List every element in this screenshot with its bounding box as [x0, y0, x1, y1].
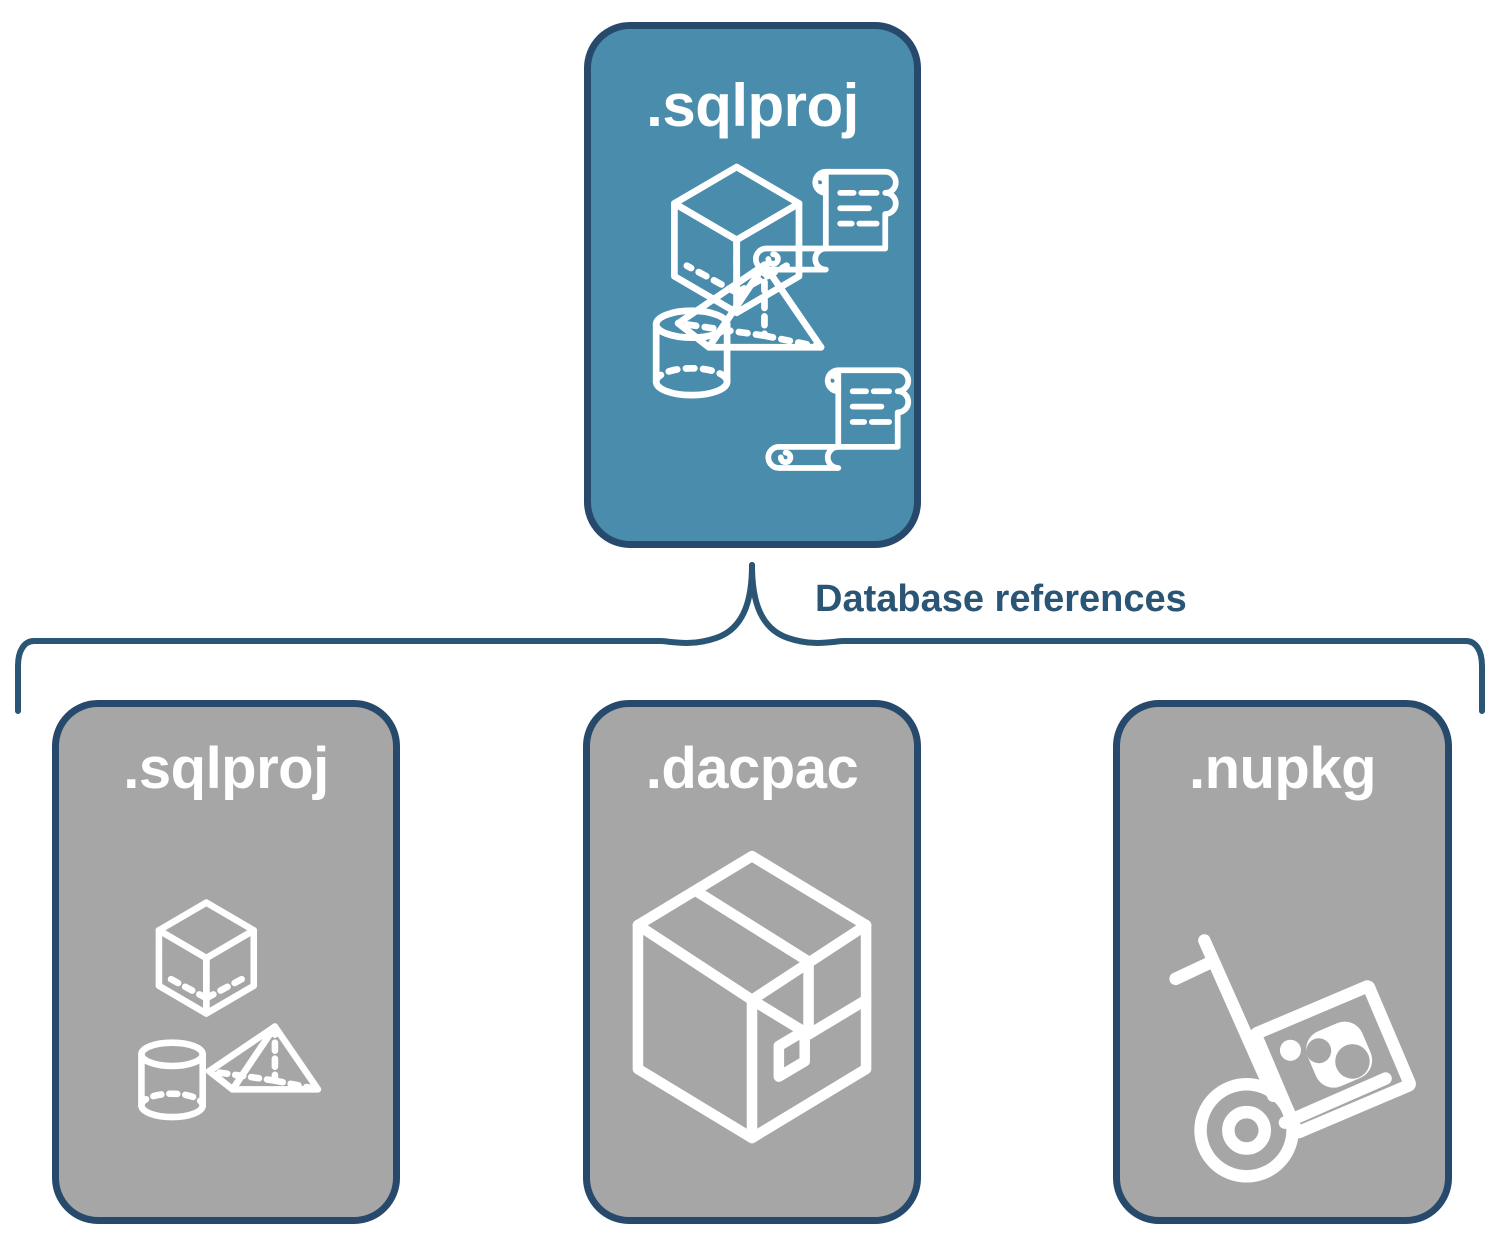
pyramid-icon	[205, 1023, 322, 1093]
card-title: .dacpac	[645, 736, 859, 801]
card-icon-group	[1120, 802, 1445, 1217]
card-icon-group	[590, 802, 914, 1217]
brace-connector	[15, 562, 1485, 714]
connector-label: Database references	[815, 578, 1187, 620]
card-title: .nupkg	[1188, 736, 1377, 801]
hand-truck-package-icon	[1169, 934, 1416, 1183]
icon-layer	[632, 850, 872, 1144]
card-icon-group	[59, 802, 393, 1217]
scroll-icon	[753, 168, 899, 273]
node-card-nupkg[interactable]: .nupkg	[1113, 700, 1452, 1224]
scroll-icon	[765, 367, 912, 471]
icon-layer	[138, 899, 322, 1121]
cylinder-icon	[138, 1039, 206, 1121]
card-title: .sqlproj	[646, 72, 859, 139]
node-card-sqlproj-reference[interactable]: .sqlproj	[52, 700, 400, 1224]
card-title: .sqlproj	[123, 736, 329, 801]
icon-layer	[652, 163, 912, 471]
node-card-dacpac[interactable]: .dacpac	[583, 700, 921, 1224]
cube-icon	[155, 899, 258, 1017]
cylinder-icon	[652, 307, 731, 399]
node-card-sqlproj-root[interactable]: .sqlproj	[584, 22, 921, 548]
icon-layer	[1169, 934, 1416, 1183]
card-icon-group	[591, 140, 914, 541]
package-box-icon	[632, 850, 872, 1144]
